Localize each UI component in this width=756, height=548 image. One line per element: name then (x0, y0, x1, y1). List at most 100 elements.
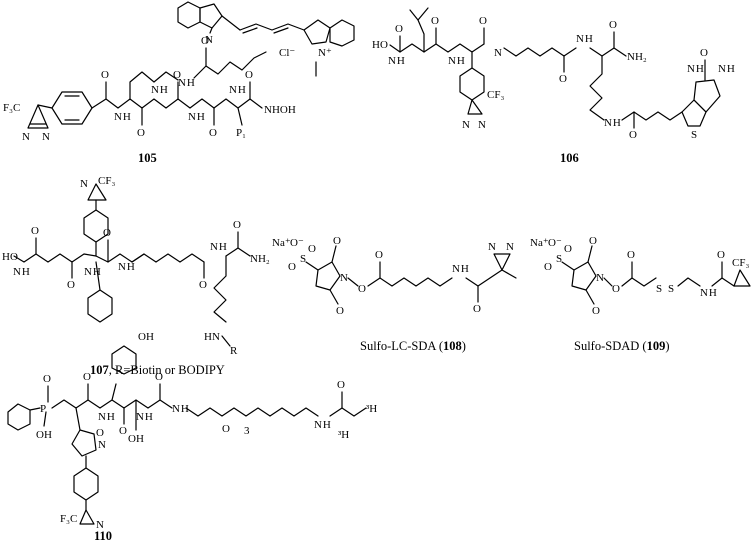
compound-108-structure: Na⁺ O⁻ S O O O O N O O N H O N N (272, 235, 517, 317)
o-label: O (31, 225, 39, 237)
o-label: O (119, 425, 127, 437)
p-label: P (40, 403, 46, 415)
compound-105-structure: F₃C N N O N H O N H O N H O N H O P₁ NHO… (3, 1, 355, 143)
cl-label: Cl⁻ (279, 47, 295, 59)
o-label: O (201, 35, 209, 47)
n-label: N (98, 439, 106, 451)
s-label: S (656, 283, 662, 295)
nplus-label: N⁺ (318, 47, 332, 59)
o-label: O (629, 129, 637, 141)
nh-label: N H (178, 77, 195, 89)
caption-110: 110 (94, 529, 112, 543)
o-label: O (173, 69, 181, 81)
caption-109: Sulfo-SDAD (109) (574, 339, 670, 353)
s-label: S (300, 253, 306, 265)
o-label: O (101, 69, 109, 81)
o-label: O (83, 371, 91, 383)
caption-105: 105 (138, 151, 157, 165)
nh-label: N H (136, 411, 153, 423)
n-label: N (462, 119, 470, 131)
ho-label: HO (2, 251, 18, 263)
o-label: O (96, 427, 104, 439)
o-label: O (199, 279, 207, 291)
o-label: O (288, 261, 296, 273)
nh-label: N H (718, 63, 735, 75)
cf3-label: CF₃ (732, 257, 749, 269)
ominus-label: O⁻ (290, 237, 304, 249)
n-label: N (596, 272, 604, 284)
compound-107-structure: N CF₃ HO N H O O N H O N H O N H O NH₂ H… (2, 175, 270, 357)
r-label: R (230, 345, 238, 357)
cf3-label: F₃C (3, 102, 20, 114)
o-label: O (333, 235, 341, 247)
o-label: O (473, 303, 481, 315)
n-label: N (205, 34, 213, 46)
nh-label: N H (700, 287, 717, 299)
o-label: O (67, 279, 75, 291)
o-label: O (137, 127, 145, 139)
o-label: O (717, 249, 725, 261)
nh-label: N H (314, 419, 331, 431)
o-label: O (627, 249, 635, 261)
o-label: O (155, 371, 163, 383)
compound-109-structure: Na⁺ O⁻ S O O O O N O O S S N H O CF₃ (530, 235, 751, 317)
nh-label: N H (114, 111, 131, 123)
s-label: S (556, 253, 562, 265)
f3c-label: F₃C (60, 513, 77, 525)
compound-110-structure: P O OH O N H O N H O N H OH OH O 3 N H O… (7, 331, 377, 531)
o-label: O (337, 379, 345, 391)
o-label: O (103, 227, 111, 239)
o-label: O (222, 423, 230, 435)
nh-label: N H (687, 63, 704, 75)
o-label: O (609, 19, 617, 31)
naplus-label: Na⁺ (272, 237, 291, 249)
n-label: N (96, 519, 104, 531)
nh-label: N H (151, 84, 168, 96)
nh-label: N H (604, 117, 621, 129)
caption-108: Sulfo-LC-SDA (108) (360, 339, 466, 353)
n-label: N (42, 131, 50, 143)
n-label: N (478, 119, 486, 131)
subscript-3: 3 (244, 425, 250, 437)
s-label: S (668, 283, 674, 295)
n-label: N (22, 131, 30, 143)
nh-label: N H (118, 261, 135, 273)
ho-label: HO (372, 39, 388, 51)
o-label: O (559, 73, 567, 85)
ominus-label: O⁻ (548, 237, 562, 249)
o-label: O (245, 69, 253, 81)
compound-106-structure: HO N H O O N H CF₃ N N O N O N H O NH₂ N… (372, 7, 735, 141)
cf3-label: CF₃ (487, 89, 504, 101)
o-label: O (209, 127, 217, 139)
oh-label: OH (128, 433, 144, 445)
naplus-label: Na⁺ (530, 237, 549, 249)
o-label: O (358, 283, 366, 295)
tritium-h-label: ³H (366, 403, 377, 415)
o-label: O (336, 305, 344, 317)
nh-label: N H (98, 411, 115, 423)
o-label: O (233, 219, 241, 231)
nh-label: N H (452, 263, 469, 275)
n-label: N (340, 272, 348, 284)
nh-label: N H (188, 111, 205, 123)
cf3-label: CF₃ (98, 175, 115, 187)
nh-label: N H (448, 55, 465, 67)
n-label: N (488, 241, 496, 253)
o-label: O (375, 249, 383, 261)
nh-label: N H (576, 33, 593, 45)
nh2-label: NH₂ (627, 51, 647, 63)
oh-label: OH (138, 331, 154, 343)
oh-label: OH (36, 429, 52, 441)
o-label: O (564, 243, 572, 255)
o-label: O (592, 305, 600, 317)
n-label: N (80, 178, 88, 190)
o-label: O (700, 47, 708, 59)
nh-label: N H (210, 241, 227, 253)
o-label: O (308, 243, 316, 255)
o-label: O (43, 373, 51, 385)
o-label: O (612, 283, 620, 295)
o-label: O (479, 15, 487, 27)
nh-label: N H (13, 266, 30, 278)
n-label: N (494, 47, 502, 59)
